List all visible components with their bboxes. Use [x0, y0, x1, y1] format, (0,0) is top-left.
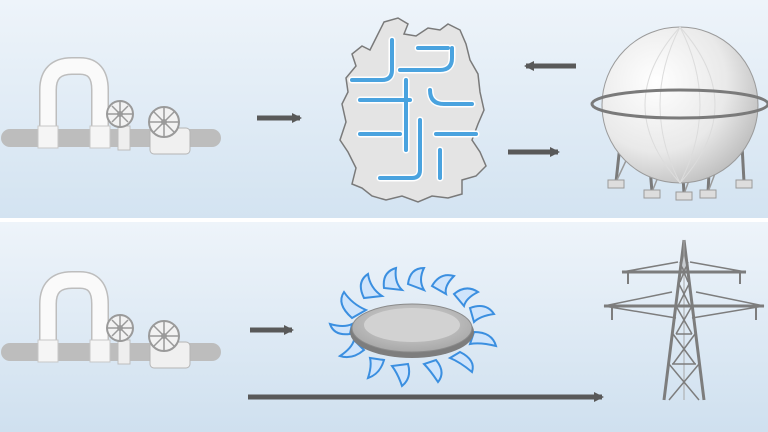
- spherical-gas-storage-tank-icon: [590, 26, 768, 201]
- gas-burner-flame-icon: [328, 266, 498, 388]
- germany-gas-network-map-icon: [339, 17, 487, 203]
- gas-pipeline-icon: [1, 57, 221, 155]
- electricity-pylon-icon: [603, 239, 765, 401]
- panel-divider: [0, 218, 768, 222]
- gas-pipeline-icon-bottom: [1, 271, 221, 369]
